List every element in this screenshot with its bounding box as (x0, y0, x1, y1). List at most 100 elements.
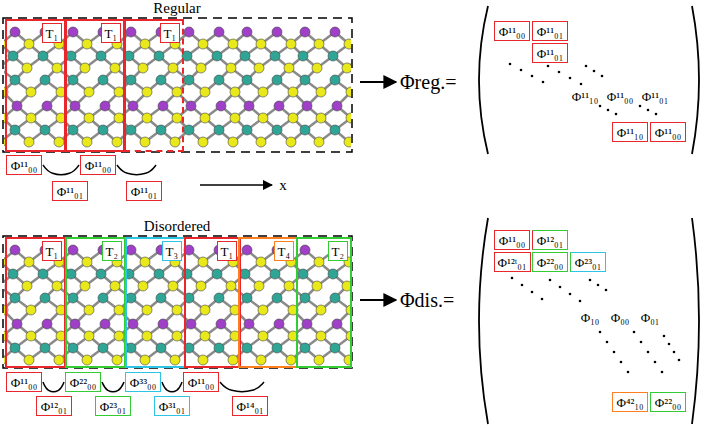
atom (258, 331, 268, 341)
coupling-arc (102, 382, 124, 392)
atom (330, 75, 340, 85)
ellipsis-dot (627, 371, 630, 374)
atom (54, 137, 64, 147)
atom (52, 63, 62, 73)
atom (140, 137, 150, 147)
atom (342, 281, 351, 291)
atom (52, 281, 62, 291)
cell-tag: T₁ (42, 241, 62, 261)
force-constant-box: Φ¹¹₀₁ (532, 21, 568, 41)
atom (82, 137, 92, 147)
force-constant: Φ²³₀₁ (575, 255, 601, 271)
atom (316, 331, 326, 341)
atom (330, 125, 340, 135)
atom (10, 343, 20, 353)
force-constant: Φ²²₀₀ (537, 255, 563, 271)
atom (110, 63, 120, 73)
atom (346, 87, 351, 97)
force-constant: Φ¹¹₁₀ (617, 125, 643, 141)
force-constant: Φ¹¹₀₀ (11, 158, 37, 174)
arrow (360, 299, 396, 301)
atom (346, 113, 351, 123)
atom (286, 39, 296, 49)
atom (330, 343, 340, 353)
cell-label: T₁ (105, 26, 117, 42)
ellipsis-dot (607, 109, 610, 112)
atom (256, 137, 266, 147)
atom (242, 75, 252, 85)
atom (40, 343, 50, 353)
atom (258, 113, 268, 123)
cell-tag: T₄ (274, 241, 294, 261)
atom (316, 87, 326, 97)
atom (66, 51, 76, 61)
axis-label: x (279, 177, 287, 194)
atom (314, 257, 324, 267)
force-constant-box: Φ³³₀₀ (125, 372, 161, 392)
force-constant: Φ¹¹₀₀ (655, 125, 681, 141)
cell-tag: T₁ (101, 23, 121, 43)
atom (40, 125, 50, 135)
atom (68, 125, 78, 135)
force-constant-box: Φ¹²₀₁ (532, 230, 568, 250)
atom (98, 75, 108, 85)
atom (142, 331, 152, 341)
atom (38, 269, 48, 279)
atom (286, 137, 296, 147)
atom (84, 87, 94, 97)
atom (256, 257, 266, 267)
atom (300, 343, 310, 353)
cell-tag: T₁ (42, 23, 62, 43)
atom (114, 87, 124, 97)
atom (10, 293, 20, 303)
atom (8, 269, 18, 279)
atom (286, 355, 296, 365)
force-constant-box: Φ¹¹₀₁ (532, 43, 568, 63)
ellipsis-dot (509, 63, 512, 66)
atom (300, 245, 310, 255)
atom (154, 51, 164, 61)
force-constant-box: Φ¹¹₀₀ (6, 372, 42, 392)
atom (242, 343, 252, 353)
atom (330, 293, 340, 303)
axis-arrow (200, 184, 272, 186)
ellipsis-dot (606, 341, 609, 344)
atom (142, 305, 152, 315)
force-constant-box: Φ¹¹₀₁ (126, 181, 162, 201)
atom (330, 27, 340, 37)
atom (24, 355, 34, 365)
force-constant-box: Φ¹²₀₁ (36, 396, 72, 416)
force-constant: Φ¹¹₀₁ (537, 46, 563, 62)
cell-label: T₄ (278, 244, 290, 260)
atom (214, 293, 224, 303)
force-constant: Φ²³₀₁ (100, 399, 126, 415)
matrix-name: Φreg.= (400, 71, 456, 93)
atom (12, 101, 22, 111)
atom (272, 75, 282, 85)
atom (156, 343, 166, 353)
atom (344, 355, 351, 365)
force-constant-box: Φ¹¹₀₁ (52, 181, 88, 201)
atom (168, 63, 178, 73)
atom (240, 269, 250, 279)
atom (156, 125, 166, 135)
atom (312, 63, 322, 73)
atom (10, 75, 20, 85)
atom (96, 51, 106, 61)
atom (84, 305, 94, 315)
atom (24, 257, 34, 267)
atom (10, 125, 20, 135)
force-constant-box: Φ²²₀₀ (532, 252, 568, 272)
force-constant-box: Φ¹¹₀₀ (6, 155, 42, 175)
ellipsis-dot (559, 286, 562, 289)
atom (140, 355, 150, 365)
atom (196, 63, 206, 73)
ellipsis-dot (655, 113, 658, 116)
atom (140, 39, 150, 49)
atom (186, 101, 196, 111)
atom (216, 319, 226, 329)
cell-label: T₃ (166, 244, 178, 260)
atom (284, 63, 294, 73)
force-constant: Φ²²₀₀ (655, 395, 681, 411)
atom (158, 319, 168, 329)
